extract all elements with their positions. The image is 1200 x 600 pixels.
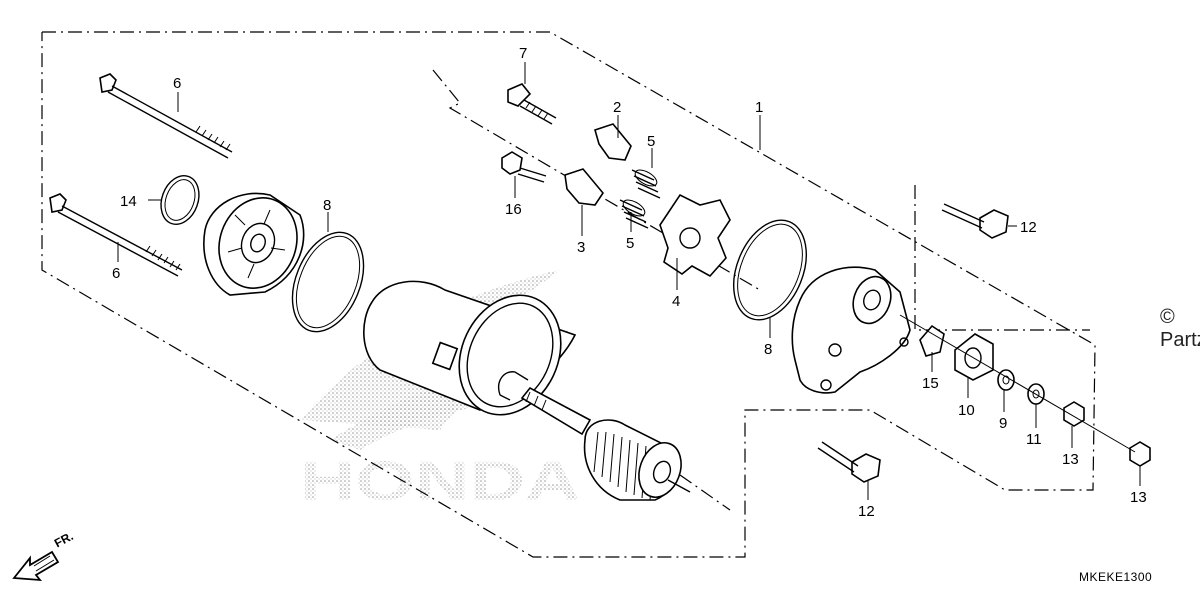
brush-plate <box>659 193 731 278</box>
callout-12-upper: 12 <box>1020 219 1037 236</box>
screw <box>501 151 547 183</box>
callout-14: 14 <box>120 193 137 210</box>
o-ring-large-right <box>733 219 807 321</box>
callout-12-lower: 12 <box>858 503 875 520</box>
end-cover-group-outline <box>914 185 1090 331</box>
brush-holder-upper <box>594 123 632 161</box>
callout-6-lower: 6 <box>112 265 120 282</box>
armature-group-outline <box>679 474 731 511</box>
callout-11: 11 <box>1026 431 1042 448</box>
callout-13-right: 13 <box>1130 489 1147 506</box>
retaining-clip <box>498 371 529 401</box>
armature <box>520 386 691 501</box>
brush-spring-upper <box>631 169 661 199</box>
one-way-clutch-10 <box>954 333 994 381</box>
copyright-notice: © Partzilla <box>1160 306 1200 351</box>
o-ring-small <box>160 175 200 225</box>
brush-spring-lower <box>619 199 649 229</box>
callout-2: 2 <box>613 99 621 116</box>
callout-10: 10 <box>958 402 975 419</box>
through-bolt-upper <box>99 73 233 159</box>
mounting-bolt-upper <box>941 203 1009 239</box>
callout-8-right: 8 <box>764 341 772 358</box>
callout-6-upper: 6 <box>173 75 181 92</box>
callout-4: 4 <box>672 293 680 310</box>
mounting-bolt-lower <box>817 441 881 483</box>
brush-holder-lower <box>564 168 604 206</box>
o-ring-large-left <box>291 231 365 333</box>
drawing-code: MKEKE1300 <box>1079 570 1153 584</box>
callout-15: 15 <box>922 375 939 392</box>
leader-lines <box>117 62 1141 500</box>
nut-13b <box>1129 441 1151 467</box>
front-cover <box>203 192 305 296</box>
callout-1: 1 <box>755 99 763 116</box>
callout-13-left: 13 <box>1062 451 1079 468</box>
callout-5-upper: 5 <box>647 133 655 150</box>
rear-housing <box>791 266 911 394</box>
terminal-bolt <box>507 83 557 125</box>
front-direction-arrow-icon <box>12 550 60 582</box>
callout-8-left: 8 <box>323 197 331 214</box>
callout-7: 7 <box>519 45 527 62</box>
callout-5-lower: 5 <box>626 235 634 252</box>
through-bolt-lower <box>49 193 183 277</box>
callout-9: 9 <box>999 415 1007 432</box>
motor-yoke <box>363 280 577 416</box>
honda-wordmark-watermark: HONDA <box>300 449 580 512</box>
callout-16: 16 <box>505 201 522 218</box>
nut-13a <box>1063 401 1085 427</box>
axis-line-right <box>899 314 1136 453</box>
callout-3: 3 <box>577 239 585 256</box>
seal-15 <box>919 324 945 357</box>
